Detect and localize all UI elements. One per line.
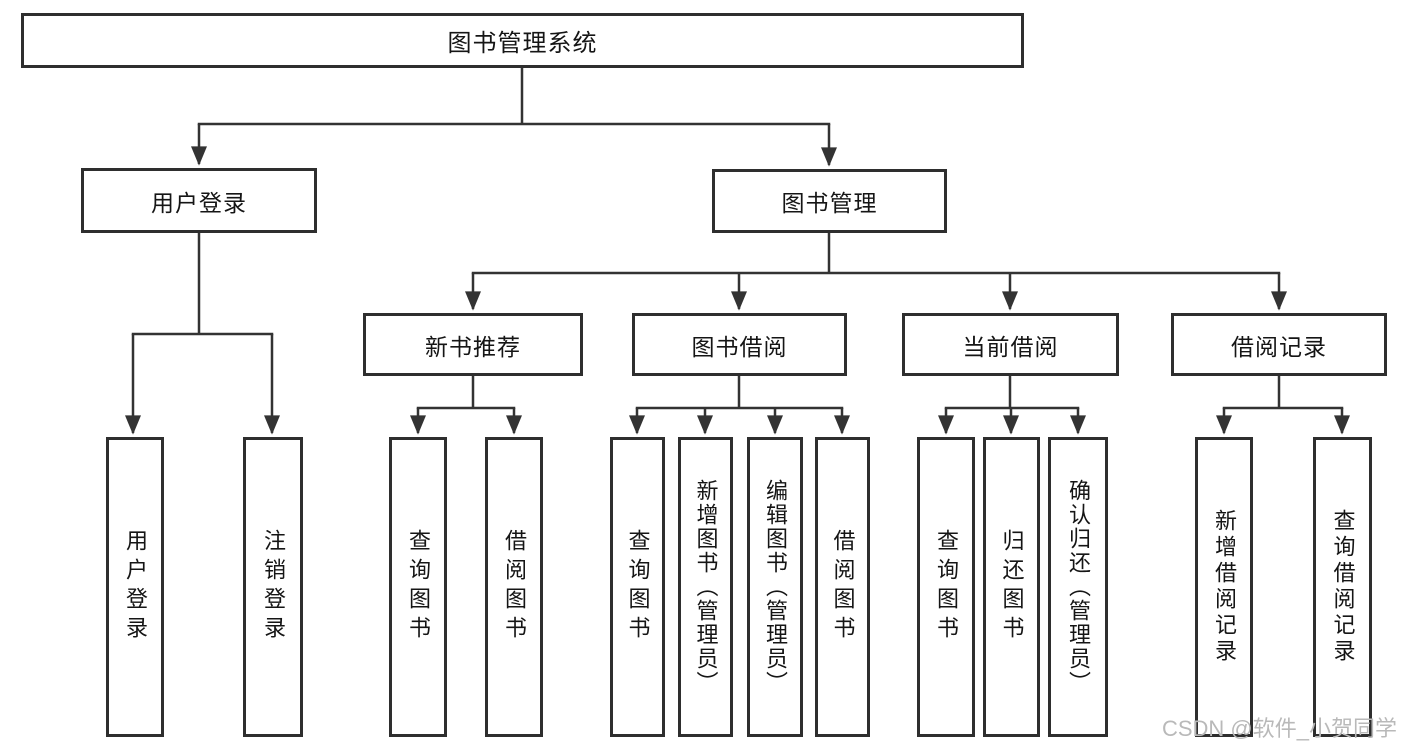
leaf-borrowing-query-books: 查询图书 — [610, 437, 665, 737]
leaf-query-borrow-record: 查询借阅记录 — [1313, 437, 1372, 737]
leaf-recommend-borrow-books: 借阅图书 — [485, 437, 543, 737]
node-book-borrowing: 图书借阅 — [632, 313, 847, 376]
node-current-borrowing: 当前借阅 — [902, 313, 1119, 376]
leaf-return-books: 归还图书 — [983, 437, 1040, 737]
leaf-borrowing-borrow-books: 借阅图书 — [815, 437, 870, 737]
leaf-edit-book-admin: 编辑图书（管理员） — [747, 437, 803, 737]
leaf-recommend-query-books: 查询图书 — [389, 437, 447, 737]
leaf-current-query-books: 查询图书 — [917, 437, 975, 737]
leaf-user-login: 用户登录 — [106, 437, 164, 737]
node-user-login: 用户登录 — [81, 168, 317, 233]
node-book-management: 图书管理 — [712, 169, 947, 233]
leaf-add-book-admin: 新增图书（管理员） — [678, 437, 733, 737]
leaf-add-borrow-record: 新增借阅记录 — [1195, 437, 1253, 737]
leaf-logout: 注销登录 — [243, 437, 303, 737]
node-borrowing-records: 借阅记录 — [1171, 313, 1387, 376]
node-library-system: 图书管理系统 — [21, 13, 1024, 68]
leaf-confirm-return-admin: 确认归还（管理员） — [1048, 437, 1108, 737]
watermark: CSDN @软件_小贺同学 — [1161, 716, 1397, 741]
node-new-book-recommendation: 新书推荐 — [363, 313, 583, 376]
